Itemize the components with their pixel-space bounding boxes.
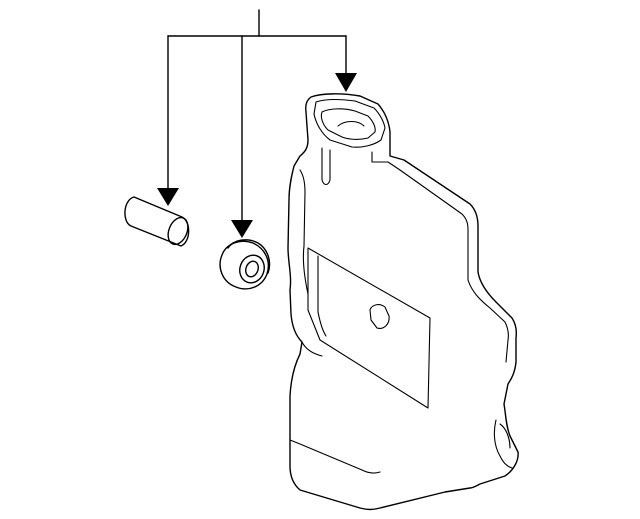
right-lower-edge [467,279,509,363]
outlet-boss-rim [499,423,511,449]
grommet-face [239,254,265,284]
arrowhead-grommet [231,220,253,238]
cap-part [124,196,190,247]
outlet-boss [493,419,513,469]
left-side-edge [299,169,309,295]
shoulder-edge [371,151,469,281]
leader-lines [167,9,347,223]
grommet-rim [227,239,271,274]
arrowhead-cap [157,188,179,206]
filler-neck-opening [337,120,365,127]
label-panel-mark [369,304,390,329]
filler-neck-inner [320,108,376,140]
lower-body-step [301,341,323,357]
neck-fold-left [321,147,331,186]
reservoir-body [287,93,519,511]
label-panel [307,247,431,409]
cap-end-face [167,216,189,246]
arrowhead-reservoir [335,73,357,92]
reservoir-part [287,93,519,511]
filler-neck-rim [313,99,386,148]
grommet-hole [245,260,259,278]
cap-body [124,196,190,247]
grommet-part [219,239,271,290]
base-edge [289,439,381,474]
label-panel-fold [317,255,327,337]
